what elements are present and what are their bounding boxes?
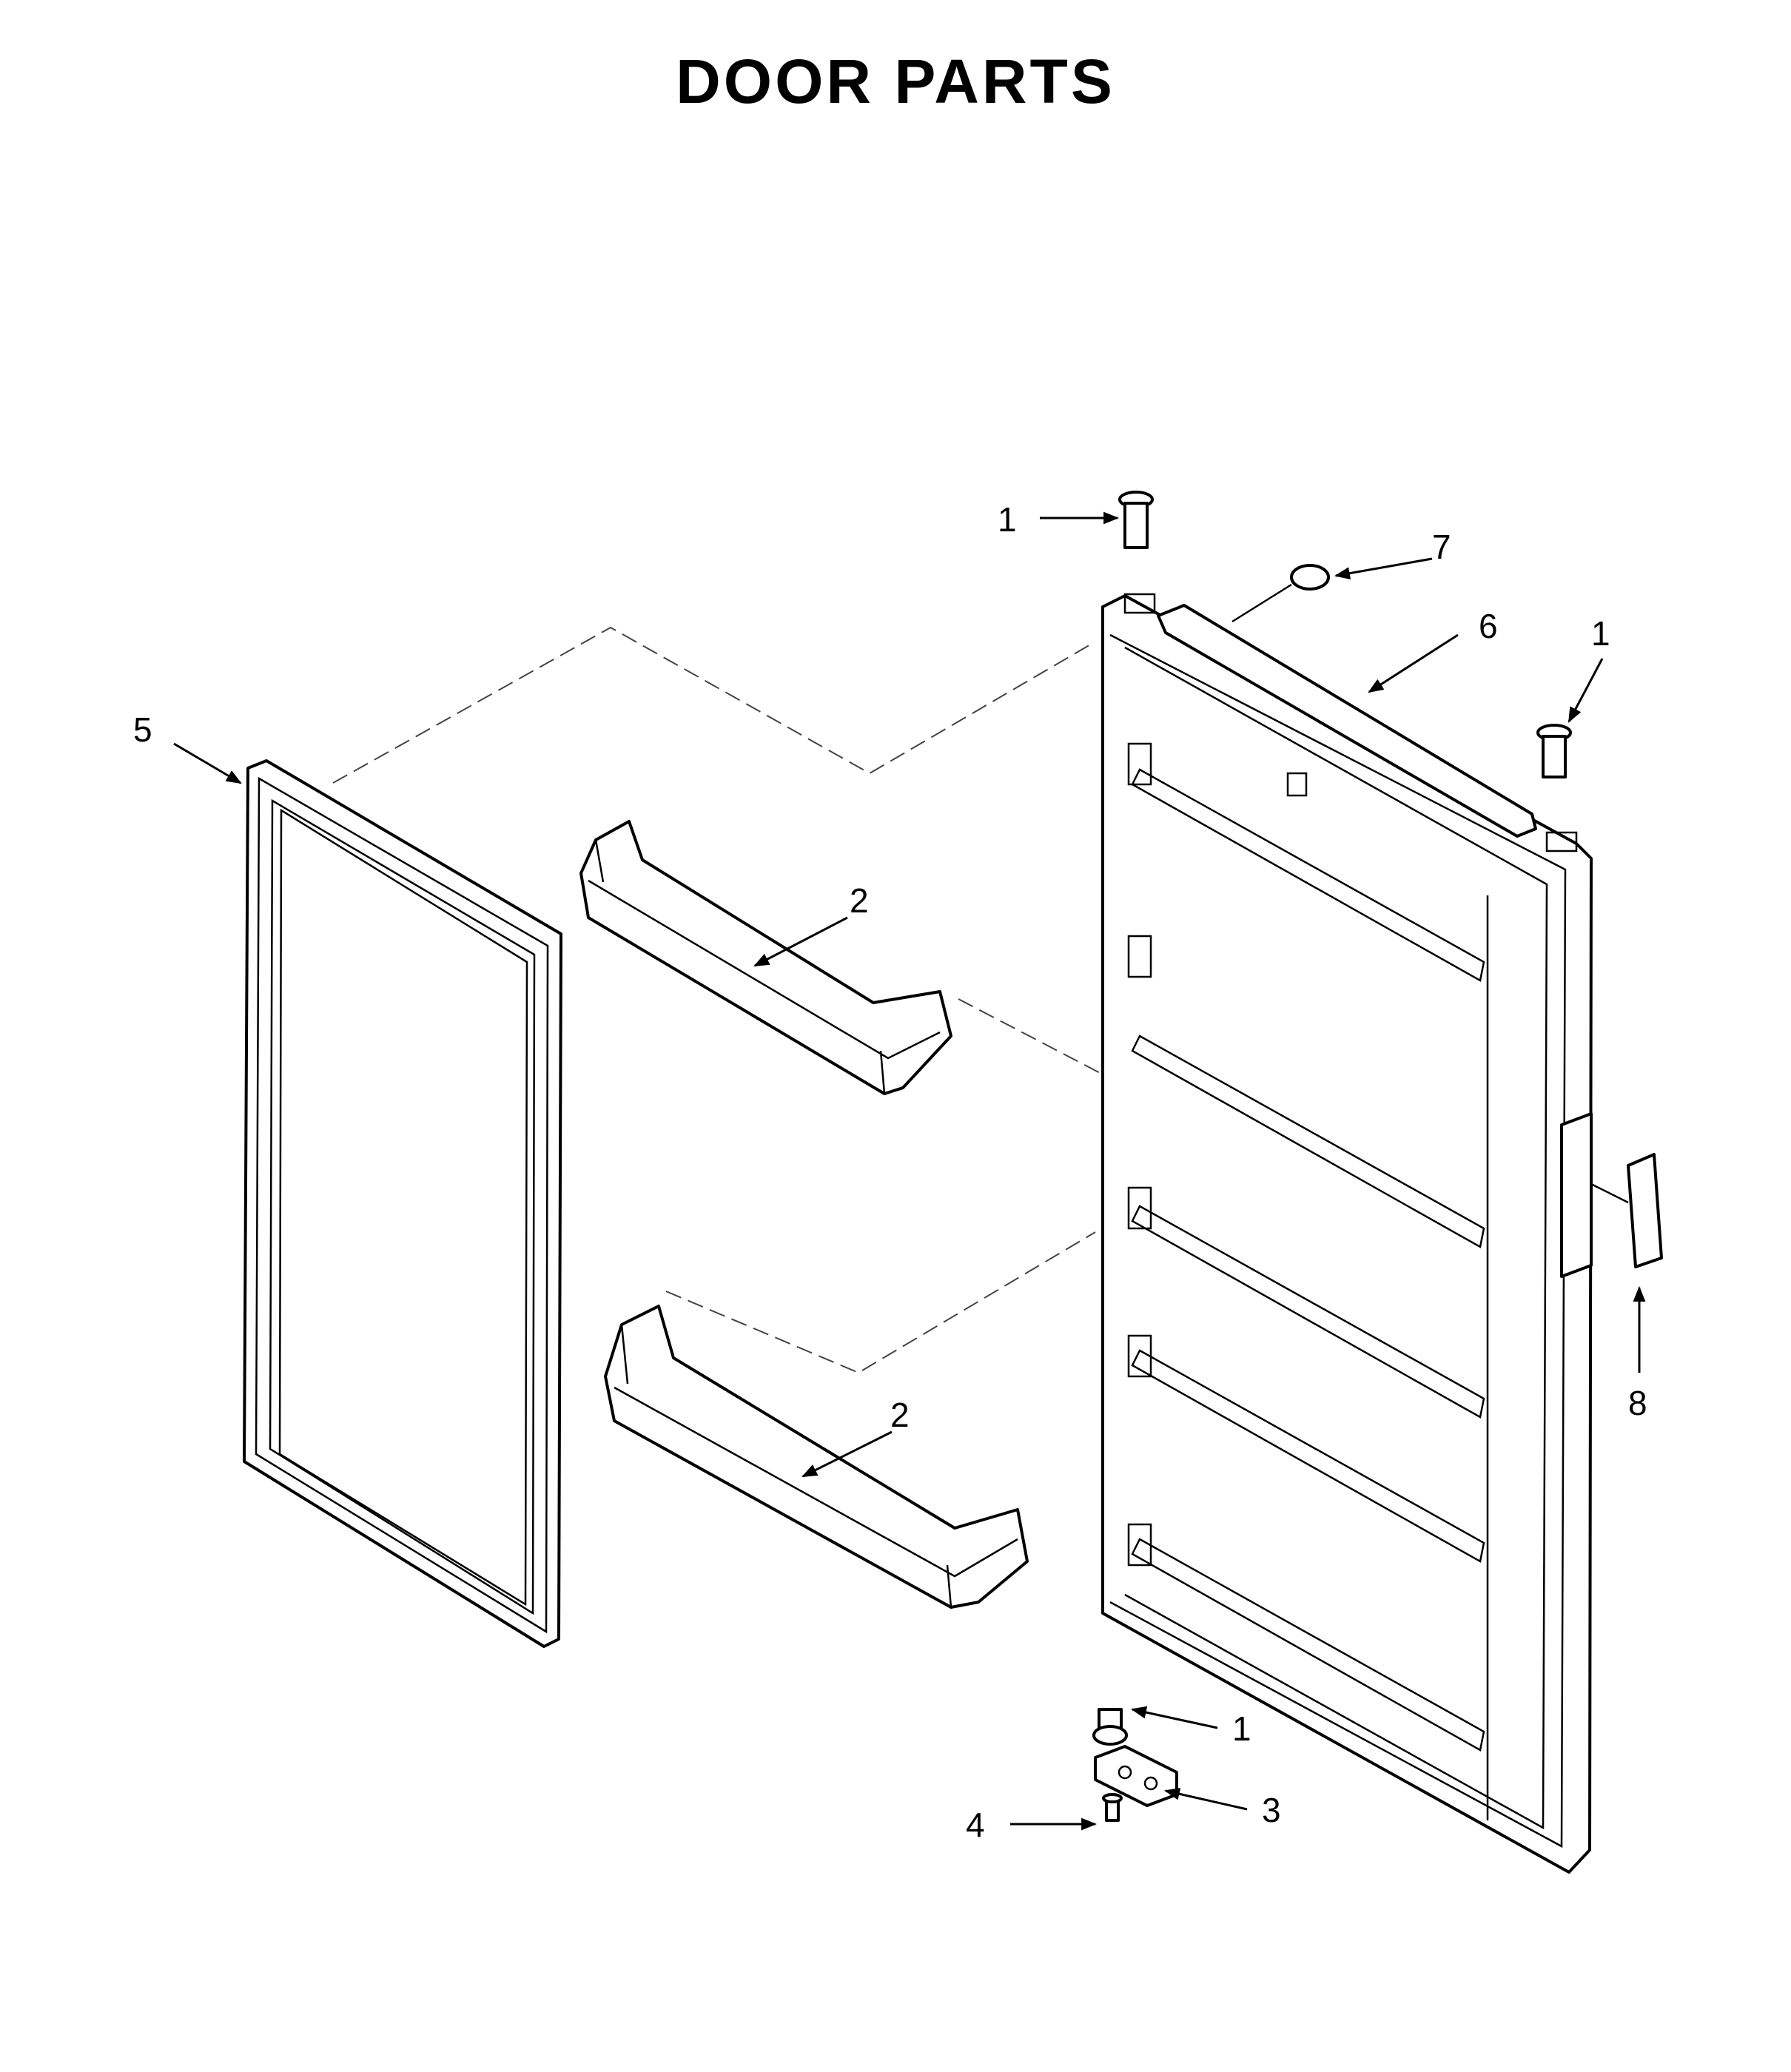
callout-8: 8 (1628, 1384, 1647, 1422)
door-handle (1560, 1112, 1663, 1278)
door-bin-lower (604, 1305, 1029, 1609)
callout-7: 7 (1432, 528, 1451, 566)
hinge-bushing-bottom (1092, 1708, 1128, 1746)
hinge-bushing-top (1118, 491, 1154, 549)
assembly-guide-lines (332, 626, 1481, 1374)
callout-1-top: 1 (998, 500, 1017, 539)
callout-2-lower: 2 (890, 1396, 910, 1434)
leader-lines (173, 511, 1646, 1831)
callout-6: 6 (1479, 607, 1498, 645)
door-cap-trim (1157, 604, 1537, 838)
diagram-title: DOOR PARTS (676, 47, 1115, 116)
callout-1-bottom: 1 (1232, 1709, 1251, 1748)
callout-2-upper: 2 (850, 881, 869, 920)
callout-5: 5 (133, 710, 152, 749)
door-gasket (243, 759, 562, 1648)
o-ring (1231, 564, 1330, 623)
hinge-screw (1102, 1793, 1123, 1822)
door-bin-upper (579, 820, 952, 1095)
callout-3: 3 (1262, 1791, 1281, 1829)
callout-1-right: 1 (1591, 614, 1610, 653)
callout-4: 4 (966, 1806, 985, 1844)
door-assembly (1101, 593, 1593, 1874)
hinge-bushing-right (1536, 724, 1572, 778)
